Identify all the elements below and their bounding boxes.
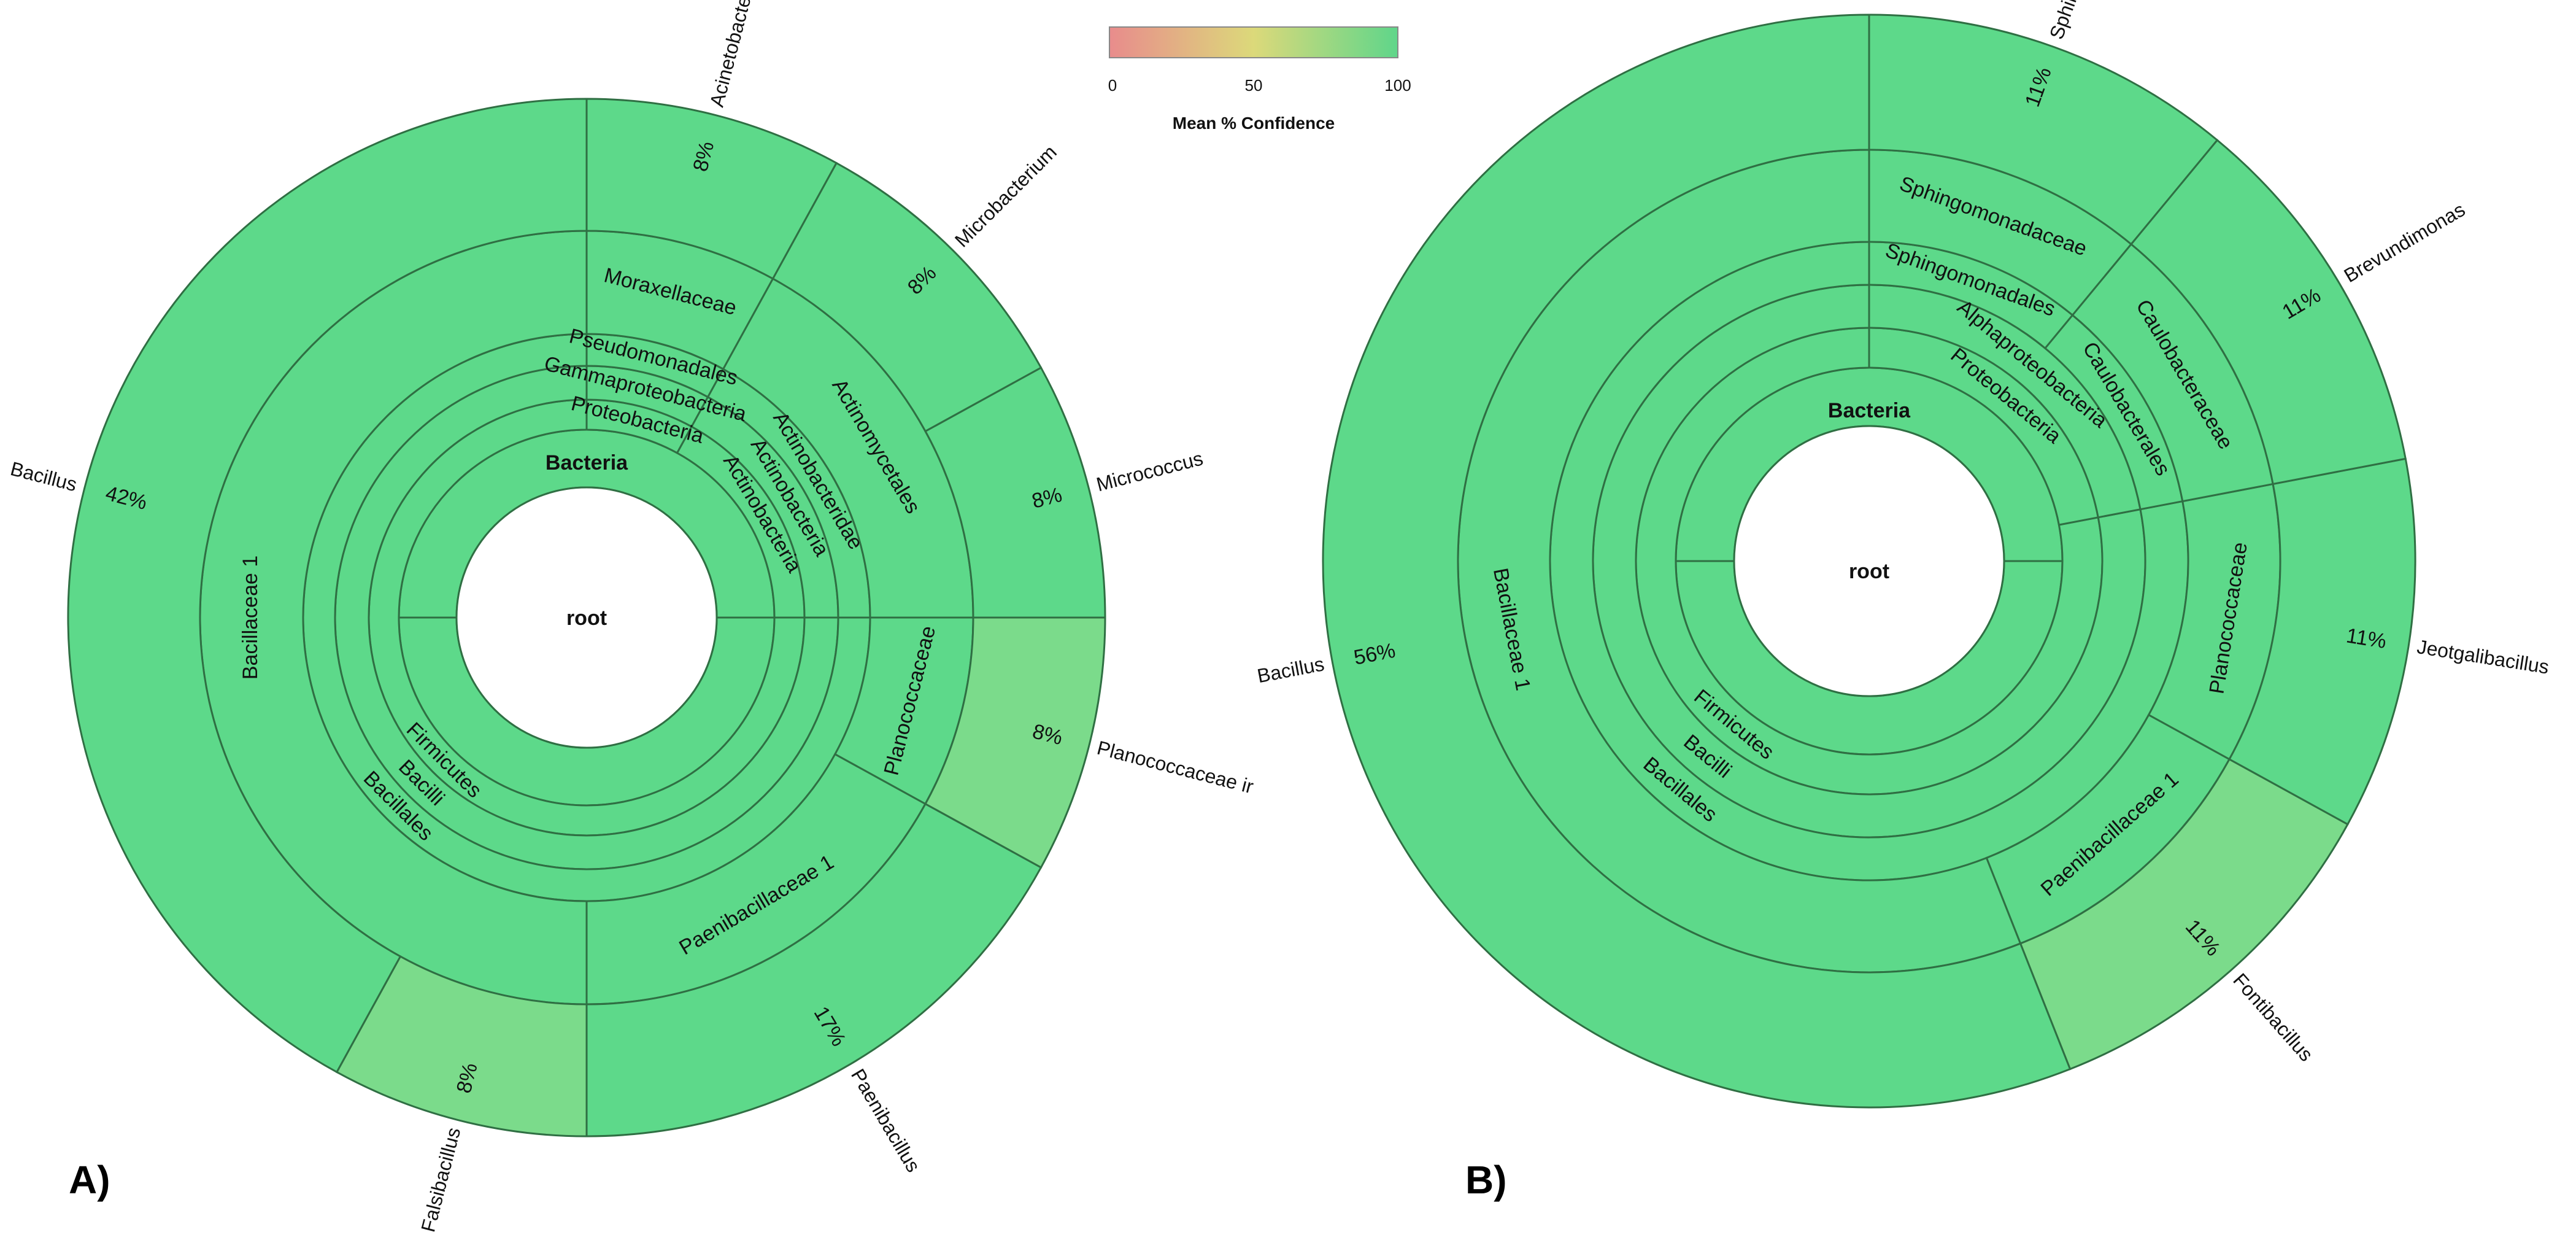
sunburst-a-segment-label-3: Bacillaceae 1 bbox=[239, 556, 262, 680]
sunburst-a-genus-label-6: Acinetobacter bbox=[706, 0, 757, 109]
sunburst-b-center bbox=[1733, 425, 2005, 697]
sunburst-b-genus-label-3: Brevundimonas bbox=[2340, 198, 2469, 287]
sunburst-b-segments bbox=[1322, 14, 2416, 1109]
legend-title: Mean % Confidence bbox=[1173, 114, 1335, 133]
sunburst-b-genus-label-4: Sphingomonas bbox=[2045, 0, 2110, 42]
panel-a-label: A) bbox=[69, 1158, 110, 1202]
sunburst-a-genus-segment-6 bbox=[585, 98, 838, 280]
legend-tick-100: 100 bbox=[1384, 76, 1411, 95]
sunburst-b-genus-segment-0 bbox=[1322, 14, 2072, 1109]
sunburst-a-genus-label-4: Micrococcus bbox=[1094, 447, 1205, 495]
sunburst-a-genus-label-1: Falsibacillus bbox=[417, 1125, 465, 1234]
sunburst-b-genus-label-1: Fontibacillus bbox=[2229, 969, 2318, 1066]
legend-tick-0: 0 bbox=[1108, 76, 1117, 95]
sunburst-a-root-label: root bbox=[566, 607, 607, 630]
sunburst-a-genus-label-3: Planococcaceae ir bbox=[1095, 737, 1256, 798]
sunburst-a-segments bbox=[67, 98, 1106, 1138]
sunburst-b-root-label: root bbox=[1849, 560, 1889, 583]
legend-tick-50: 50 bbox=[1245, 76, 1263, 95]
sunburst-b-genus-label-0: Bacillus bbox=[1255, 653, 1326, 687]
sunburst-a-genus-segment-2 bbox=[585, 802, 1043, 1138]
panel-b-label: B) bbox=[1465, 1158, 1507, 1202]
sunburst-a-center bbox=[455, 486, 718, 749]
legend-gradient-bar bbox=[1109, 26, 1398, 58]
sunburst-a-bacteria-label: Bacteria bbox=[546, 451, 628, 475]
sunburst-a-genus-label-0: Bacillus bbox=[8, 457, 79, 495]
confidence-legend: 0 50 100 Mean % Confidence bbox=[1108, 26, 1411, 133]
sunburst-a-genus-label-2: Paenibacillus bbox=[847, 1065, 925, 1176]
sunburst-a-genus-label-5: Microbacterium bbox=[951, 141, 1061, 251]
sunburst-a-genus-segment-0 bbox=[67, 98, 588, 1074]
sunburst-b-bacteria-label: Bacteria bbox=[1828, 399, 1911, 422]
sunburst-b-genus-segment-4 bbox=[1868, 14, 2219, 246]
sunburst-b-genus-label-2: Jeotgalibacillus bbox=[2415, 635, 2550, 678]
